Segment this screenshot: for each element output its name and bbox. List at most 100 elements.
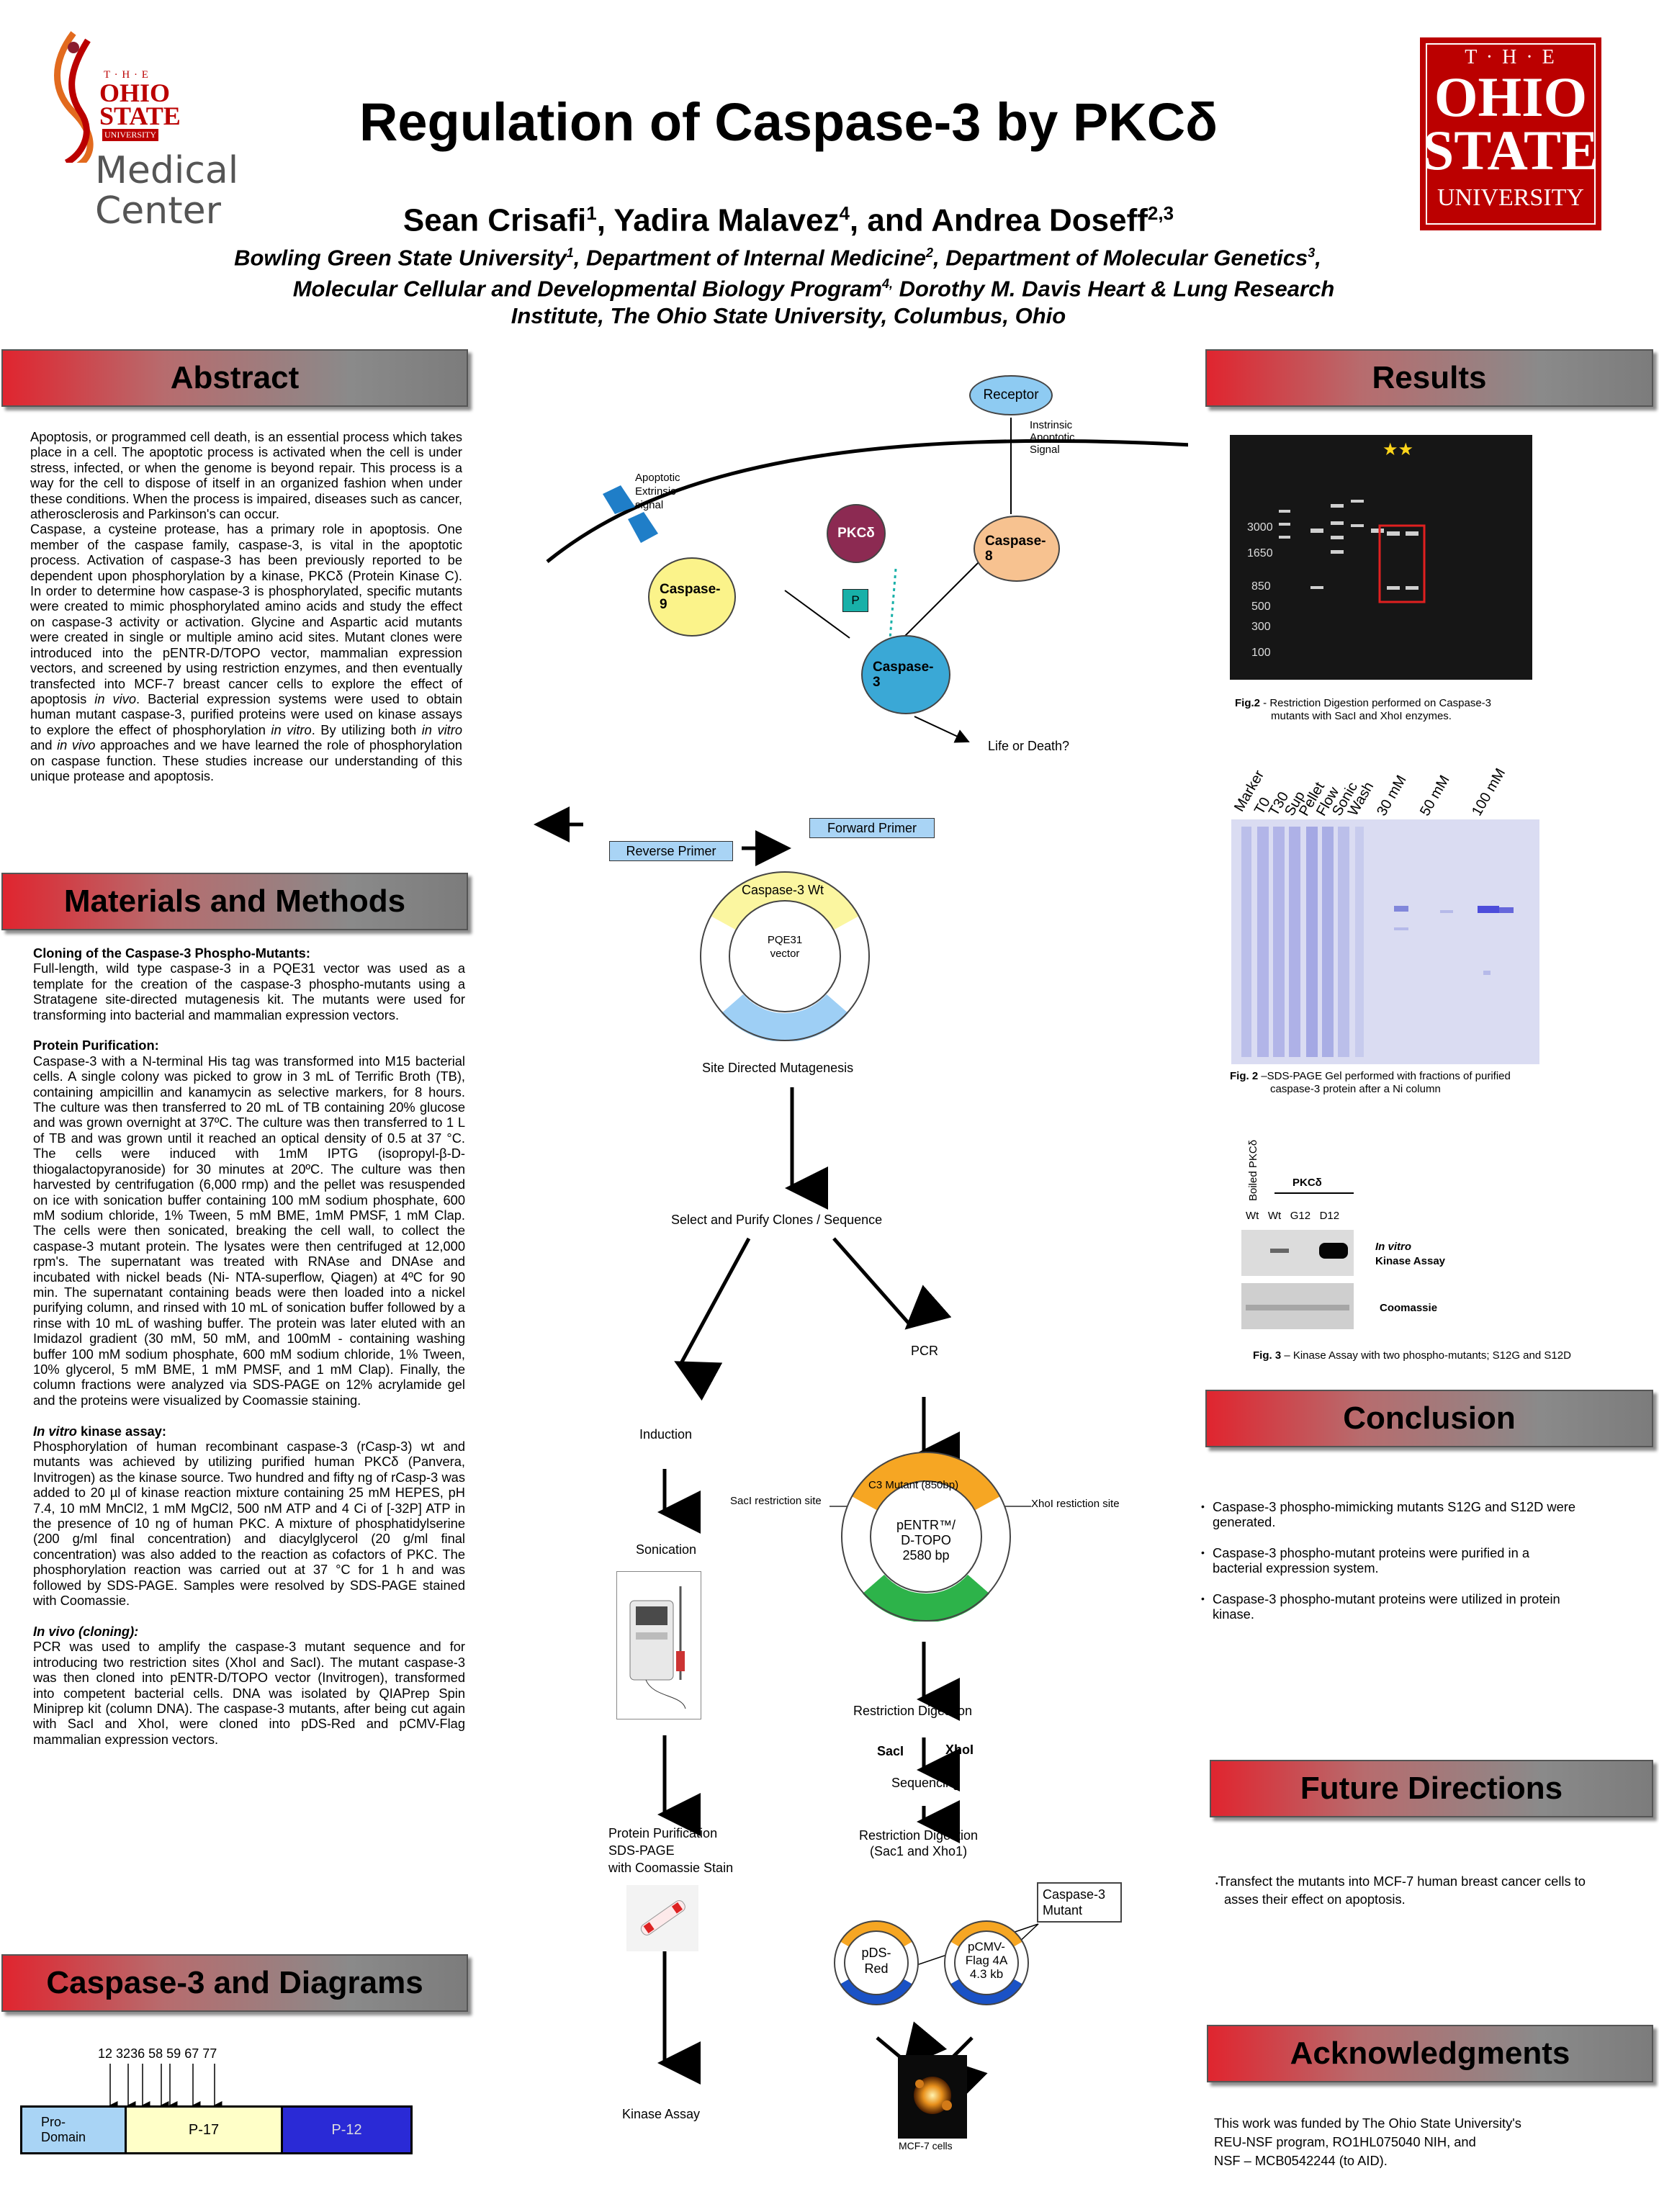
lane-100mm: 100 mM bbox=[1469, 765, 1509, 819]
kinase-text: Phosphorylation of human recombinant cas… bbox=[33, 1439, 465, 1609]
select-purify-label: Select and Purify Clones / Sequence bbox=[671, 1213, 883, 1227]
sds-lane-labels: Marker T0 T30 Sup Pellet Flow Sonic Wash… bbox=[1224, 742, 1555, 821]
affil-line-3: Institute, The Ohio State University, Co… bbox=[511, 302, 1066, 328]
gel-tube-image bbox=[626, 1885, 698, 1951]
site-directed-label: Site Directed Mutagenesis bbox=[702, 1061, 854, 1075]
conclusion-list: Caspase-3 phospho-mimicking mutants S12G… bbox=[1201, 1499, 1575, 1637]
pkc-label: PKCδ bbox=[1292, 1177, 1322, 1189]
boiled-pkc-label: Boiled PKCδ bbox=[1247, 1139, 1259, 1201]
methods-header: Materials and Methods bbox=[1, 873, 468, 930]
invivo-title: In vivo (cloning): bbox=[33, 1623, 139, 1639]
conclusion-header: Conclusion bbox=[1205, 1390, 1653, 1447]
caspase9-node: Caspase-9 bbox=[648, 557, 736, 637]
methods-text: Cloning of the Caspase-3 Phospho-Mutants… bbox=[33, 945, 465, 1747]
life-or-death: Life or Death? bbox=[988, 739, 1070, 753]
author-1: Sean Crisafi bbox=[403, 202, 587, 238]
pcr-label: PCR bbox=[911, 1344, 939, 1358]
cloning-text: Full-length, wild type caspase-3 in a PQ… bbox=[33, 961, 465, 1022]
left-logo-ohio: OHIO bbox=[99, 78, 171, 107]
author-1-sup: 1 bbox=[586, 202, 597, 224]
saci-label: SacI bbox=[877, 1744, 904, 1758]
abstract-text: Apoptosis, or programmed cell death, is … bbox=[30, 429, 462, 783]
sonicator-icon bbox=[629, 1586, 686, 1709]
page-title: Regulation of Caspase-3 by PKCδ bbox=[359, 92, 1218, 152]
pdsred-label: pDS-Red bbox=[861, 1946, 891, 1976]
fig3-lane-labels: Wt Wt G12 D12 bbox=[1246, 1210, 1340, 1222]
kinase-title: In vitro kinase assay: bbox=[33, 1423, 166, 1439]
pkc-node: PKCδ bbox=[827, 504, 886, 563]
fig2a-caption: Fig.2 - Restriction Digestion performed … bbox=[1235, 697, 1491, 722]
affiliations: Bowling Green State University1, Departm… bbox=[216, 240, 1361, 329]
author-3-sup: 2,3 bbox=[1147, 202, 1174, 224]
column-tube-icon bbox=[640, 1900, 685, 1936]
purification-text: Caspase-3 with a N-terminal His tag was … bbox=[33, 1053, 465, 1408]
aa-positions: 12 3236 58 59 67 77 bbox=[98, 2046, 217, 2061]
xhoi-label: XhoI bbox=[945, 1743, 974, 1757]
right-logo-ohio: OHIO bbox=[1434, 66, 1588, 128]
position-arrows bbox=[109, 2064, 222, 2110]
domain-p17: P-17 bbox=[125, 2105, 283, 2154]
saci-site-label: SacI restriction site bbox=[730, 1495, 822, 1507]
ladder-300: 300 bbox=[1251, 621, 1271, 633]
cloning-title: Cloning of the Caspase-3 Phospho-Mutants… bbox=[33, 945, 310, 961]
author-3: Andrea Doseff bbox=[931, 202, 1148, 238]
domain-p12: P-12 bbox=[281, 2105, 413, 2154]
coomassie-label: Coomassie bbox=[1380, 1302, 1438, 1314]
acknowledgments-text: This work was funded by The Ohio State U… bbox=[1214, 2116, 1521, 2168]
ladder-100: 100 bbox=[1251, 647, 1271, 659]
left-logo-center: Center bbox=[95, 189, 222, 233]
right-logo-the: T · H · E bbox=[1465, 46, 1557, 68]
future-text: •Transfect the mutants into MCF-7 human … bbox=[1215, 1874, 1586, 1907]
abstract-p2: Caspase, a cysteine protease, has a prim… bbox=[30, 521, 462, 783]
reverse-primer: Reverse Primer bbox=[609, 841, 733, 861]
induction-label: Induction bbox=[639, 1427, 693, 1442]
future-header: Future Directions bbox=[1210, 1760, 1653, 1817]
fig2b-caption: Fig. 2 –SDS-PAGE Gel performed with frac… bbox=[1230, 1070, 1511, 1095]
gel-stars: ★★ bbox=[1382, 440, 1414, 459]
conclusion-item: Caspase-3 phospho-mutant proteins were u… bbox=[1201, 1591, 1575, 1622]
domain-map: 12 3236 58 59 67 77 Pro-Domain P-17 P-12 bbox=[20, 2046, 423, 2162]
forward-primer: Forward Primer bbox=[809, 818, 935, 838]
caspase-wt-label: Caspase-3 Wt bbox=[742, 883, 824, 897]
sonication-label: Sonication bbox=[636, 1542, 697, 1557]
domain-pro: Pro-Domain bbox=[20, 2105, 127, 2154]
author-sep: , bbox=[596, 202, 614, 238]
mcf7-label: MCF-7 cells bbox=[899, 2140, 953, 2152]
left-logo-university: UNIVERSITY bbox=[102, 129, 158, 141]
left-logo-medical: Medical bbox=[95, 149, 239, 192]
restriction-digestion-label: Restriction Digestion bbox=[853, 1704, 973, 1718]
ladder-1650: 1650 bbox=[1247, 547, 1273, 559]
caspase3-node: Caspase-3 bbox=[861, 635, 950, 714]
right-logo-state: STATE bbox=[1422, 119, 1599, 181]
ligand-icon bbox=[603, 485, 658, 543]
affil-line-1: Bowling Green State University1, Departm… bbox=[234, 245, 1321, 271]
mcf7-image bbox=[898, 2055, 967, 2139]
caspase-diagrams-header: Caspase-3 and Diagrams bbox=[1, 1954, 468, 2012]
ladder-500: 500 bbox=[1251, 601, 1271, 613]
coomassie-blot-bands bbox=[1246, 1305, 1349, 1310]
gel-bands bbox=[1279, 500, 1426, 603]
lane-30mm: 30 mM bbox=[1374, 773, 1410, 819]
restriction-gel: ★★ 3000 1650 850 500 300 100 bbox=[1230, 435, 1532, 680]
pkc-bracket bbox=[1274, 1192, 1354, 1194]
author-sep: , bbox=[849, 202, 868, 238]
pcmv-plasmid bbox=[944, 1920, 1029, 2005]
conclusion-item: Caspase-3 phospho-mutant proteins were p… bbox=[1201, 1545, 1575, 1575]
right-logo-university: UNIVERSITY bbox=[1437, 184, 1584, 211]
coomassie-blot bbox=[1241, 1283, 1354, 1329]
authors: Sean Crisafi1, Yadira Malavez4, and Andr… bbox=[310, 193, 1267, 241]
pqe31-plasmid bbox=[700, 871, 870, 1041]
sonicator-image bbox=[616, 1571, 701, 1719]
acknowledgments-header: Acknowledgments bbox=[1207, 2025, 1653, 2082]
restriction-digestion-2-label: Restriction Digestion(Sac1 and Xho1) bbox=[859, 1828, 979, 1858]
xhoi-site-label: XhoI restiction site bbox=[1031, 1498, 1120, 1510]
abstract-header: Abstract bbox=[1, 349, 468, 407]
left-logo: T · H · E OHIO STATE UNIVERSITY Medical … bbox=[45, 26, 239, 235]
author-and: and bbox=[867, 202, 932, 238]
kinase-blot-bands bbox=[1270, 1243, 1348, 1259]
